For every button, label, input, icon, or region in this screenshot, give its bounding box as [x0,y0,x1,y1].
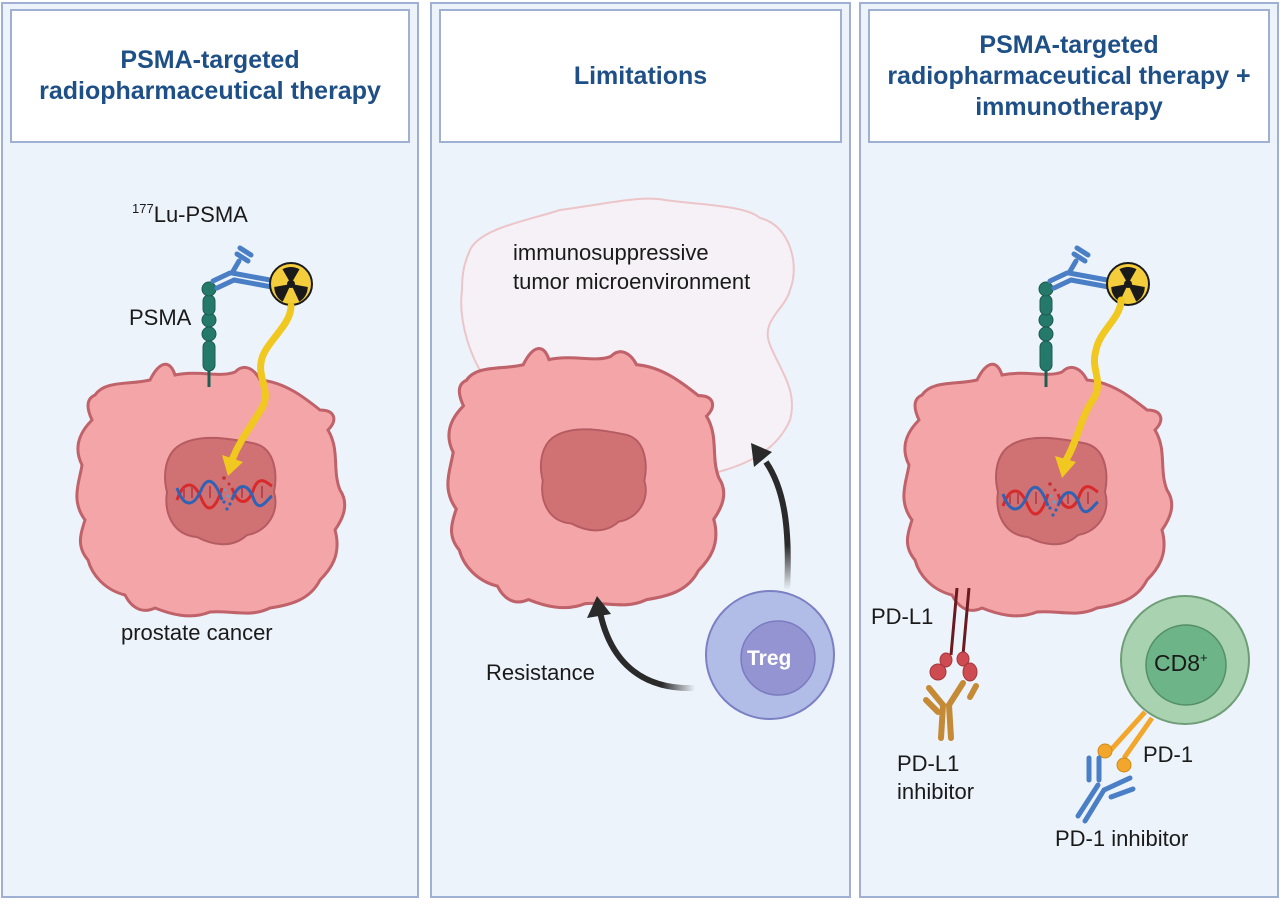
cell-label: prostate cancer [121,620,273,645]
panel-header: Limitations [439,9,842,143]
arrow-icon [587,596,696,692]
pd1-label: PD-1 [1143,742,1194,767]
cd8-t-cell-icon [1120,595,1250,725]
arrow-icon [751,443,791,591]
ligand-name: Lu-PSMA [153,202,248,227]
pd1-inhibitor-label: PD-1 inhibitor [1055,826,1189,851]
pdl1-inhibitor-icon [923,680,979,741]
cancer-cell-icon [446,346,726,610]
panel-rpt: PSMA-targeted radiopharmaceutical therap… [1,2,419,898]
treg-cell-icon [705,590,835,720]
ligand-label: 177Lu-PSMA [132,202,248,228]
cd8-label: CD8+ [1154,650,1208,676]
panel-title: PSMA-targeted radiopharmaceutical therap… [887,30,1251,121]
pdl1-inhibitor-label-line2: inhibitor [897,779,975,804]
treg-label: Treg [747,647,792,670]
cd8-name: CD8 [1154,650,1201,676]
panel-header: PSMA-targeted radiopharmaceutical therap… [868,9,1270,143]
receptor-label: PSMA [129,305,192,330]
resistance-label: Resistance [486,660,595,685]
cd8-superscript: + [1200,650,1208,665]
panel-header: PSMA-targeted radiopharmaceutical therap… [10,9,410,143]
panel-title: PSMA-targeted radiopharmaceutical therap… [39,46,381,105]
ligand-superscript: 177 [132,201,154,216]
environment-label-line2: tumor microenvironment [513,269,751,294]
panel-title: Limitations [573,61,708,90]
pdl1-receptor-icon [929,587,978,682]
environment-label-line1: immunosuppressive [513,240,709,265]
cancer-cell-icon [902,362,1174,618]
psma-receptor-icon [202,248,312,387]
pd1-receptor-icon [1097,710,1155,773]
radiation-beam-icon [1055,296,1125,478]
pd1-inhibitor-icon [1075,755,1136,824]
pdl1-inhibitor-label-line1: PD-L1 [897,751,960,776]
pdl1-label: PD-L1 [871,604,934,629]
radiation-beam-icon [222,302,295,476]
